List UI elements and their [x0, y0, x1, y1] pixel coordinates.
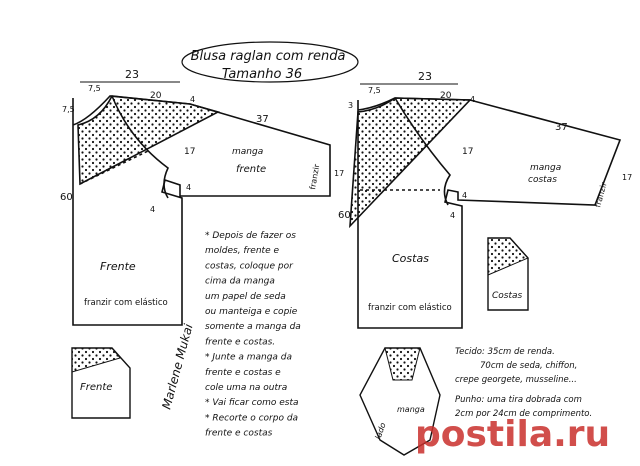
- back-width: 23: [418, 70, 432, 83]
- back-sleeve-top: 4: [470, 95, 475, 104]
- instruction-line: somente a manga da: [205, 322, 301, 332]
- note-tecido: Tecido: 35cm de renda.: [455, 347, 555, 357]
- instruction-line: cima da manga: [205, 277, 275, 287]
- back-neck-dim-2: 3: [348, 101, 353, 110]
- watermark-text: postila.ru: [415, 414, 610, 455]
- instruction-line: costas, coloque por: [205, 261, 294, 271]
- instruction-line: frente e costas.: [205, 337, 275, 347]
- mini-back-label: Costas: [492, 291, 523, 301]
- notes: Tecido: 35cm de renda. 70cm de seda, chi…: [455, 347, 592, 419]
- front-fold-text: franzir: [308, 163, 321, 191]
- watermark: postila.ru: [415, 414, 610, 455]
- back-label: Costas: [392, 252, 429, 265]
- back-sleeve-label-2: costas: [528, 175, 557, 185]
- back-gather-text: franzir com elástico: [368, 303, 452, 313]
- instruction-line: * Vai ficar como esta: [205, 398, 299, 408]
- mini-sleeve-label: manga: [397, 405, 425, 414]
- back-pattern: [349, 97, 622, 329]
- front-sleeve-label-2: frente: [236, 164, 266, 175]
- mini-sleeve-sketch: manga lado: [359, 347, 441, 456]
- instruction-line: cole uma na outra: [205, 383, 287, 393]
- front-sleeve-length: 37: [256, 114, 269, 125]
- note-punho: Punho: uma tira dobrada com: [455, 395, 582, 405]
- title-line1: Blusa raglan com renda: [191, 49, 346, 64]
- instruction-line: * Junte a manga da: [205, 353, 292, 363]
- mini-side-label: lado: [373, 421, 387, 440]
- back-neck-dim-3: 20: [440, 91, 452, 101]
- front-label: Frente: [100, 260, 136, 273]
- back-neck-dim-1: 7,5: [368, 86, 381, 95]
- front-height: 60: [60, 192, 73, 203]
- front-pattern: [72, 95, 331, 326]
- front-sleeve-under: 4: [150, 205, 155, 214]
- note-tecido-2: 70cm de seda, chiffon,: [480, 361, 577, 371]
- back-sleeve-label-1: manga: [530, 163, 561, 173]
- back-sleeve-hem: 4: [462, 191, 467, 200]
- front-neck-dim-3: 7,5: [62, 105, 75, 114]
- back-height: 60: [338, 210, 351, 221]
- title-block: Blusa raglan com renda Tamanho 36: [181, 41, 359, 83]
- signature: Marlene Mukai: [159, 322, 195, 411]
- front-sleeve-label-1: manga: [232, 147, 263, 157]
- front-sleeve-top: 4: [190, 95, 195, 104]
- note-punho-2: 2cm por 24cm de comprimento.: [455, 409, 592, 419]
- back-sleeve-side: 17: [462, 147, 473, 157]
- instruction-line: frente e costas e: [205, 368, 281, 378]
- front-sleeve-hem: 4: [186, 183, 191, 192]
- instruction-line: * Depois de fazer os: [205, 231, 296, 241]
- instruction-line: ou manteiga e copie: [205, 307, 298, 317]
- front-gather-text: franzir com elástico: [84, 298, 168, 308]
- front-neck-dim-1: 7,5: [88, 84, 101, 93]
- front-sleeve-cuff: 17: [334, 169, 344, 178]
- front-width: 23: [125, 68, 139, 81]
- back-sleeve-under: 4: [450, 211, 455, 220]
- title-line2: Tamanho 36: [222, 67, 302, 82]
- instructions: * Depois de fazer os moldes, frente e cost…: [205, 231, 301, 439]
- back-sleeve-cuff: 17: [622, 173, 632, 182]
- instruction-line: moldes, frente e: [205, 246, 279, 256]
- instruction-line: um papel de seda: [205, 292, 286, 302]
- front-neck-dim-2: 20: [150, 91, 162, 101]
- back-sleeve-length: 37: [555, 122, 568, 133]
- mini-back-sketch: Costas: [487, 237, 529, 311]
- front-sleeve-side: 17: [184, 147, 195, 157]
- back-fold-text: franzir: [593, 181, 609, 209]
- mini-front-label: Frente: [80, 382, 112, 393]
- instruction-line: * Recorte o corpo da: [205, 413, 298, 423]
- mini-front-sketch: Frente: [71, 347, 131, 419]
- note-tecido-3: crepe georgete, musseline...: [455, 375, 577, 385]
- instruction-line: frente e costas: [205, 429, 273, 439]
